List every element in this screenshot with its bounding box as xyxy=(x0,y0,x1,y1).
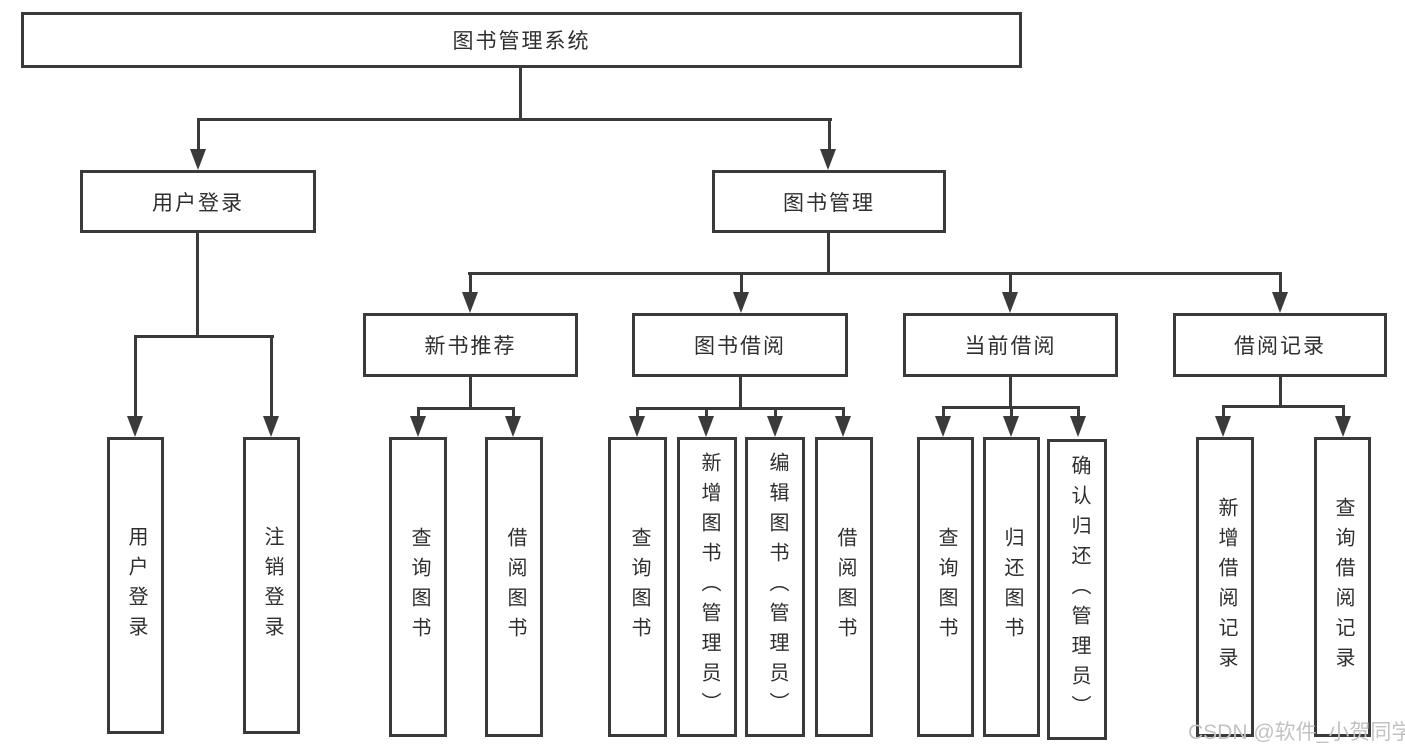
leaf-borrow-books: 借阅图书 xyxy=(815,437,873,737)
arrow-down-icon xyxy=(629,416,645,437)
connector-line xyxy=(739,375,742,410)
connector-line xyxy=(774,407,777,419)
connector-line xyxy=(468,272,1281,275)
connector-line xyxy=(1342,405,1345,419)
node-book-borrowing: 图书借阅 xyxy=(632,313,848,377)
arrow-down-icon xyxy=(1215,416,1231,437)
node-current-borrowing: 当前借阅 xyxy=(903,313,1118,377)
connector-line xyxy=(134,335,137,419)
leaf-confirm-return-admin: 确认归还（管理员） xyxy=(1047,439,1107,740)
connector-line xyxy=(636,407,845,410)
connector-line xyxy=(1009,272,1012,295)
node-book-management: 图书管理 xyxy=(712,170,946,233)
arrow-down-icon xyxy=(263,416,279,437)
connector-line xyxy=(842,407,845,419)
leaf-add-books-admin: 新增图书（管理员） xyxy=(677,437,737,737)
leaf-borrow-books: 借阅图书 xyxy=(485,437,543,737)
leaf-query-books: 查询图书 xyxy=(917,437,974,737)
node-user-login: 用户登录 xyxy=(80,170,316,233)
connector-line xyxy=(1279,374,1282,408)
connector-line xyxy=(1009,375,1012,409)
arrow-down-icon xyxy=(410,416,426,437)
leaf-return-books: 归还图书 xyxy=(983,437,1040,737)
arrow-down-icon xyxy=(820,149,836,170)
arrow-down-icon xyxy=(1272,292,1288,313)
connector-line xyxy=(1222,405,1225,419)
connector-line xyxy=(196,231,199,338)
connector-line xyxy=(942,406,945,419)
connector-line xyxy=(417,407,420,419)
node-library-system: 图书管理系统 xyxy=(21,12,1022,68)
arrow-down-icon xyxy=(698,416,714,437)
leaf-user-login: 用户登录 xyxy=(107,437,164,734)
arrow-down-icon xyxy=(935,416,951,437)
connector-line xyxy=(469,375,472,410)
arrow-down-icon xyxy=(127,416,143,437)
connector-line xyxy=(270,335,273,419)
connector-line xyxy=(828,118,831,152)
connector-line xyxy=(1279,272,1282,295)
connector-line xyxy=(1010,406,1013,419)
arrow-down-icon xyxy=(462,292,478,313)
connector-line xyxy=(197,118,200,152)
leaf-query-borrow-record: 查询借阅记录 xyxy=(1314,437,1371,737)
leaf-logout: 注销登录 xyxy=(243,437,300,734)
leaf-add-borrow-record: 新增借阅记录 xyxy=(1196,437,1254,737)
connector-line xyxy=(740,272,743,295)
connector-line xyxy=(519,66,522,121)
arrow-down-icon xyxy=(1003,416,1019,437)
leaf-edit-books-admin: 编辑图书（管理员） xyxy=(745,437,805,737)
arrow-down-icon xyxy=(190,149,206,170)
arrow-down-icon xyxy=(1335,416,1351,437)
connector-line xyxy=(134,335,274,338)
connector-line xyxy=(827,231,830,274)
connector-line xyxy=(705,407,708,419)
node-borrowing-records: 借阅记录 xyxy=(1173,313,1387,377)
arrow-down-icon xyxy=(835,416,851,437)
arrow-down-icon xyxy=(1002,292,1018,313)
connector-line xyxy=(197,118,832,121)
csdn-watermark: CSDN @软件_小贺同学 xyxy=(1188,721,1405,744)
connector-line xyxy=(636,407,639,419)
connector-line xyxy=(417,407,515,410)
arrow-down-icon xyxy=(733,292,749,313)
arrow-down-icon xyxy=(505,416,521,437)
connector-line xyxy=(1222,405,1345,408)
arrow-down-icon xyxy=(1070,416,1086,437)
connector-line xyxy=(1077,406,1080,419)
connector-line xyxy=(469,272,472,295)
node-new-book-recommendation: 新书推荐 xyxy=(363,313,578,377)
arrow-down-icon xyxy=(767,416,783,437)
leaf-query-books: 查询图书 xyxy=(389,437,447,737)
leaf-query-books: 查询图书 xyxy=(608,437,667,737)
connector-line xyxy=(512,407,515,419)
